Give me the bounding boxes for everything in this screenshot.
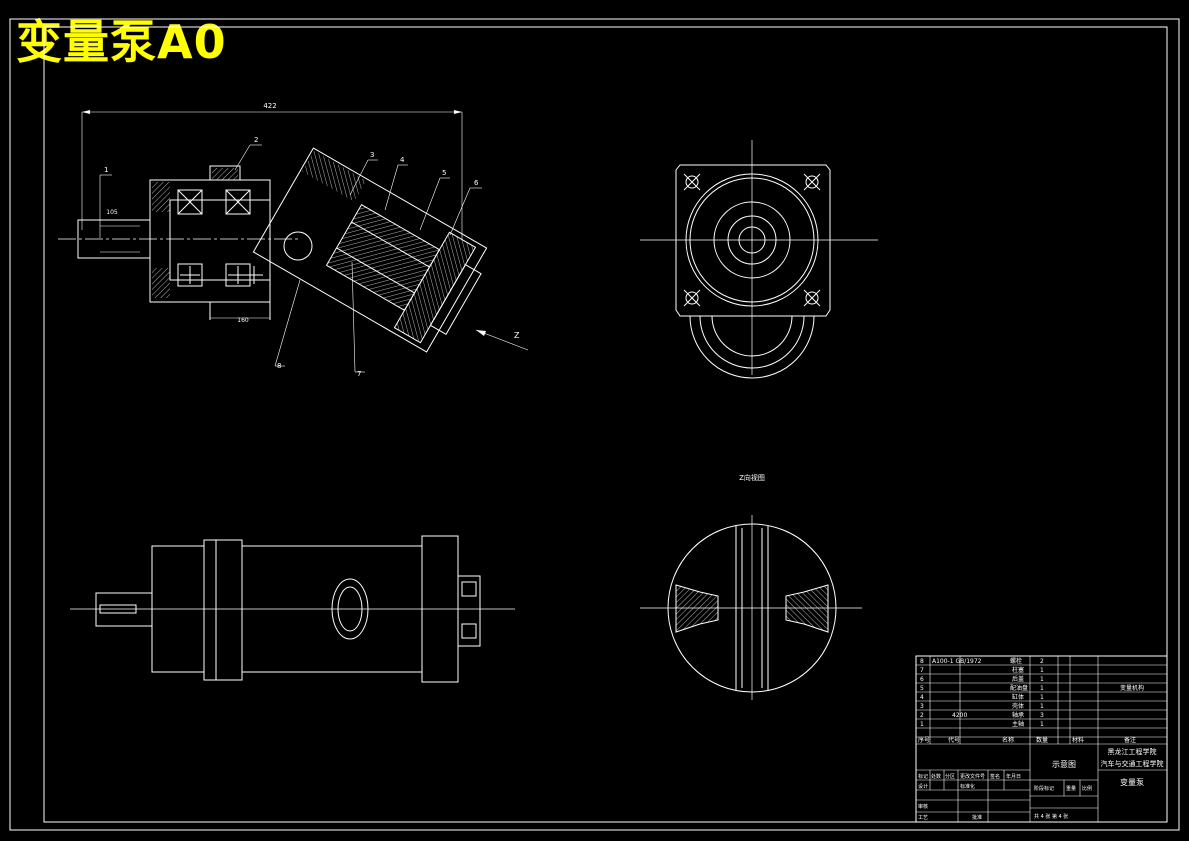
- balloon-6: 6: [474, 179, 479, 187]
- part-qty-4: 1: [1040, 694, 1044, 701]
- header-name: 名称: [1002, 736, 1014, 744]
- direction-z-label: Z: [514, 331, 520, 340]
- part-name-5: 配油盘: [1010, 684, 1028, 692]
- product-name: 变量泵: [1120, 777, 1144, 787]
- header-material: 材料: [1072, 736, 1084, 744]
- balloon-7: 7: [357, 370, 361, 378]
- dimension-105: 105: [106, 209, 118, 216]
- review-label: 审核: [918, 803, 928, 810]
- rev-mark: 标记: [918, 773, 928, 780]
- balloon-8: 8: [277, 362, 281, 370]
- part-no-2: 2: [920, 712, 924, 719]
- part-name-8: 螺栓: [1010, 657, 1022, 665]
- stage-label: 阶段标记: [1034, 785, 1054, 792]
- rev-count: 处数: [931, 773, 941, 780]
- outer-border: [9, 18, 1180, 831]
- part-name-1: 主轴: [1012, 720, 1024, 728]
- part-note-5: 变量机构: [1120, 684, 1144, 692]
- part-name-2: 轴承: [1012, 711, 1024, 719]
- weight-label: 重量: [1066, 785, 1076, 792]
- drawing-name: 示意图: [1052, 759, 1076, 769]
- header-no: 序号: [918, 736, 930, 744]
- inner-border: [43, 26, 1168, 823]
- view-z-label: Z向视图: [739, 473, 765, 482]
- balloon-5: 5: [442, 169, 446, 177]
- rev-date: 年月日: [1006, 773, 1021, 780]
- header-code: 代号: [948, 736, 960, 744]
- school-line-1: 黑龙江工程学院: [1108, 747, 1157, 756]
- header-qty: 数量: [1036, 736, 1048, 744]
- part-code-8: A100-1 GB/1972: [932, 658, 982, 665]
- dimension-160: 160: [237, 317, 249, 324]
- part-qty-5: 1: [1040, 685, 1044, 692]
- part-no-5: 5: [920, 685, 924, 692]
- part-no-4: 4: [920, 694, 924, 701]
- part-qty-3: 1: [1040, 703, 1044, 710]
- end-view: [640, 140, 878, 379]
- scale-label: 比例: [1082, 785, 1092, 792]
- part-name-4: 缸体: [1012, 693, 1024, 701]
- part-qty-8: 2: [1040, 658, 1044, 665]
- rev-sign: 签名: [990, 773, 1000, 780]
- design-label: 设计: [918, 783, 928, 790]
- part-code-2: 4200: [952, 712, 967, 719]
- part-name-7: 柱塞: [1012, 666, 1024, 674]
- part-qty-2: 3: [1040, 712, 1044, 719]
- rev-doc: 更改文件号: [960, 773, 985, 780]
- side-view: [70, 535, 515, 683]
- part-name-3: 壳体: [1012, 702, 1024, 710]
- part-qty-6: 1: [1040, 676, 1044, 683]
- z-view: [640, 515, 862, 700]
- school-line-2: 汽车与交通工程学院: [1101, 759, 1164, 768]
- part-name-6: 后盖: [1012, 675, 1024, 683]
- part-no-7: 7: [920, 667, 924, 674]
- header-note: 备注: [1124, 736, 1136, 744]
- standard-label: 标准化: [960, 783, 975, 790]
- sheet-info: 共 4 张 第 4 张: [1034, 813, 1068, 820]
- part-qty-1: 1: [1040, 721, 1044, 728]
- rev-zone: 分区: [945, 773, 955, 780]
- balloon-4: 4: [400, 156, 405, 164]
- drawing-title: 变量泵A0: [16, 15, 227, 69]
- process-label: 工艺: [918, 815, 928, 821]
- approve-label: 批准: [972, 814, 982, 821]
- section-view: 422 105 160: [58, 102, 529, 378]
- title-block: 8 A100-1 GB/1972 螺栓 2 7 柱塞 1 6 后盖 1 5 配油…: [915, 655, 1168, 823]
- part-no-1: 1: [920, 721, 924, 728]
- balloon-1: 1: [104, 166, 108, 174]
- dimension-422: 422: [263, 102, 276, 110]
- balloon-3: 3: [370, 151, 374, 159]
- part-no-3: 3: [920, 703, 924, 710]
- part-no-8: 8: [920, 658, 924, 665]
- part-qty-7: 1: [1040, 667, 1044, 674]
- balloon-2: 2: [254, 136, 258, 144]
- part-no-6: 6: [920, 676, 924, 683]
